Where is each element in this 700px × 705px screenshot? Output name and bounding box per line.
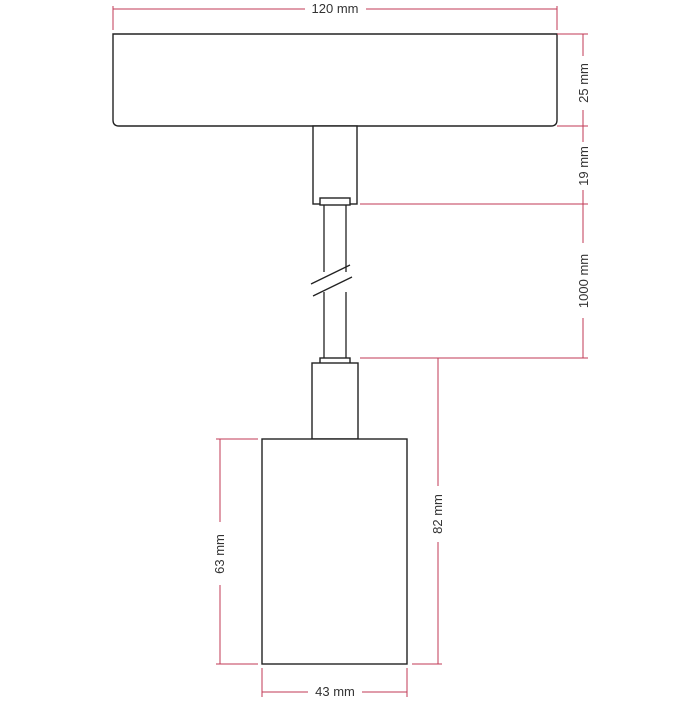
right-vertical-dimensions: 25 mm 19 mm 1000 mm [360, 33, 591, 359]
socket-width-label: 43 mm [315, 684, 355, 699]
cable [310, 205, 355, 358]
cable-break-mark [312, 276, 353, 297]
socket-body-height-dimension: 63 mm [212, 438, 258, 665]
cable-break-mark [310, 264, 351, 285]
ceiling-canopy [112, 33, 558, 127]
top-cord-grip [312, 125, 358, 205]
socket-width-dimension: 43 mm [261, 668, 408, 699]
canopy-height-label: 25 mm [576, 63, 591, 103]
canopy-width-label: 120 mm [312, 1, 359, 16]
lamp-outline [112, 33, 558, 665]
socket-total-height-label: 82 mm [430, 494, 445, 534]
bottom-cord-grip [311, 362, 359, 440]
socket-total-height-dimension: 82 mm [412, 358, 445, 665]
cable-length-label: 1000 mm [576, 254, 591, 308]
canopy-width-dimension: 120 mm [112, 1, 558, 30]
socket-body-height-label: 63 mm [212, 534, 227, 574]
cord-grip-length-label: 19 mm [576, 146, 591, 186]
top-cord-grip-collar [319, 197, 351, 206]
socket-body [261, 438, 408, 665]
